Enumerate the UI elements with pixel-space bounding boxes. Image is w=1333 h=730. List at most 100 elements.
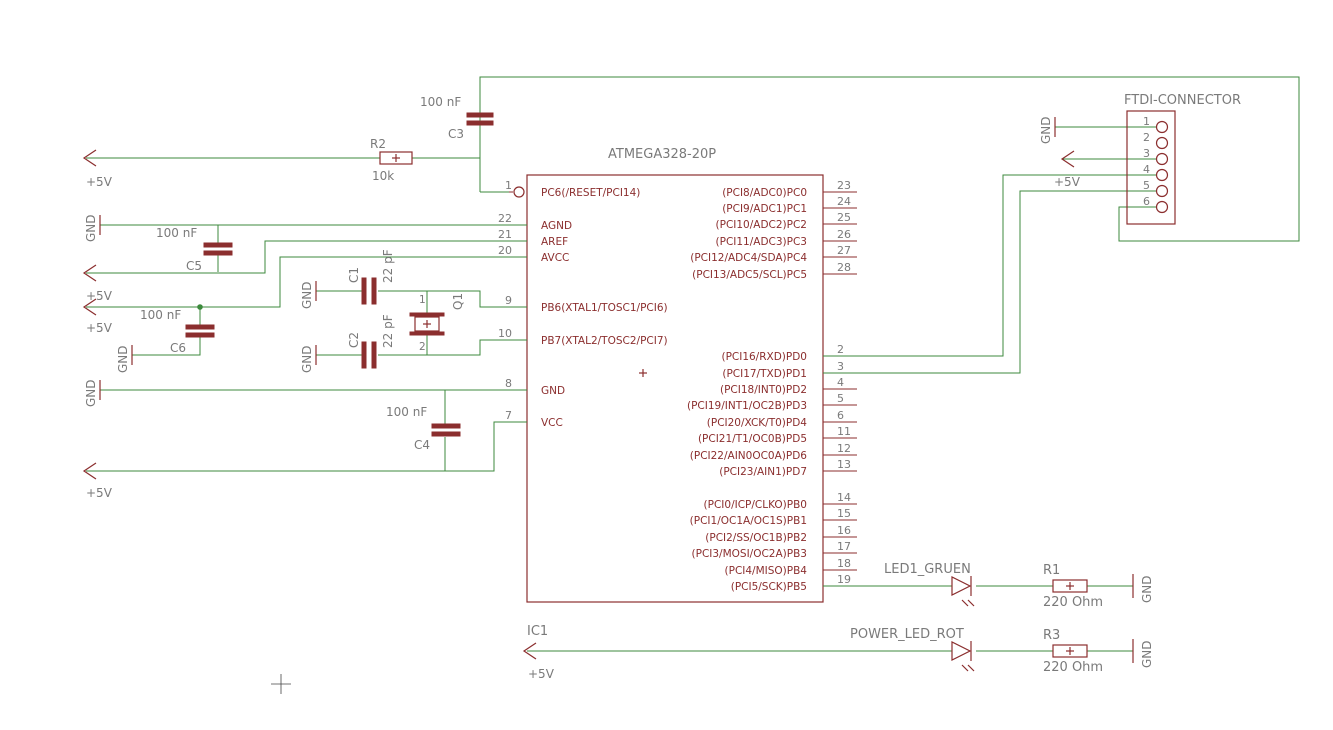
ic-pin-23[interactable]: 23(PCI8/ADC0)PC0 xyxy=(722,179,857,199)
capacitor-c2[interactable]: C2 22 pF xyxy=(347,314,395,369)
capacitor-c4[interactable]: 100 nF C4 xyxy=(386,405,461,452)
ic-pin-name: GND xyxy=(541,385,565,397)
ic-pin-number: 26 xyxy=(837,228,851,241)
ic-pin-name: (PCI11/ADC3)PC3 xyxy=(716,236,807,248)
ic-right-pins: 23(PCI8/ADC0)PC024(PCI9/ADC1)PC125(PCI10… xyxy=(687,179,857,593)
ic-pin-5[interactable]: 5(PCI19/INT1/OC2B)PD3 xyxy=(687,392,857,412)
ic-pin-name: (PCI5/SCK)PB5 xyxy=(731,581,807,593)
ic-pin-25[interactable]: 25 (PCI10/ADC2)PC2 xyxy=(716,211,857,231)
ic-pin-name: (PCI21/T1/OC0B)PD5 xyxy=(698,433,807,445)
ic-pin-26[interactable]: 26 (PCI11/ADC3)PC3 xyxy=(716,228,857,248)
connector-pin-2[interactable]: 2 xyxy=(1143,131,1169,150)
ic-pin-13[interactable]: 13(PCI23/AIN1)PD7 xyxy=(719,458,857,478)
ic-pin-28[interactable]: 28(PCI13/ADC5/SCL)PC5 xyxy=(692,261,857,281)
ic-pin-18[interactable]: 18 (PCI4/MISO)PB4 xyxy=(725,557,857,577)
ic-pin-12[interactable]: 12(PCI22/AIN0OC0A)PD6 xyxy=(690,442,857,462)
ic-pin-27[interactable]: 27(PCI12/ADC4/SDA)PC4 xyxy=(690,244,857,264)
ground-icon: GND xyxy=(300,281,317,309)
ic-pin-15[interactable]: 15(PCI1/OC1A/OC1S)PB1 xyxy=(690,507,857,527)
ic-pin-number: 25 xyxy=(837,211,851,224)
ic-pin-name: (PCI18/INT0)PD2 xyxy=(720,384,807,396)
ic-pin-name: (PCI16/RXD)PD0 xyxy=(721,351,807,363)
ic-pin-name: AVCC xyxy=(541,252,569,264)
c6-name: C6 xyxy=(170,341,186,355)
c5-name: C5 xyxy=(186,259,202,273)
led-led1[interactable]: LED1_GRUEN xyxy=(884,562,975,607)
ic-pin-17[interactable]: 17(PCI3/MOSI/OC2A)PB3 xyxy=(692,540,857,560)
r2-name: R2 xyxy=(370,137,386,151)
ic-pin-6[interactable]: 6(PCI20/XCK/T0)PD4 xyxy=(707,409,857,429)
cursor-crosshair-icon xyxy=(271,674,291,694)
gnd-label: GND xyxy=(84,214,98,242)
ic-pin-number: 21 xyxy=(498,228,512,241)
r3-name: R3 xyxy=(1043,628,1060,643)
capacitor-c6[interactable]: 100 nF C6 xyxy=(140,308,215,355)
connector-pin-3[interactable]: 3 xyxy=(1143,147,1169,166)
ic-pin-number: 18 xyxy=(837,557,851,570)
c4-value: 100 nF xyxy=(386,405,427,419)
gnd-label: GND xyxy=(116,345,130,373)
ground-icon: GND xyxy=(1039,116,1056,144)
ic-pin-number: 2 xyxy=(837,343,844,356)
capacitor-c1[interactable]: C1 22 pF xyxy=(347,249,395,305)
ic-pin-number: 5 xyxy=(837,392,844,405)
connector-pin-1[interactable]: 1 xyxy=(1143,115,1169,134)
ic-pin-24[interactable]: 24 (PCI9/ADC1)PC1 xyxy=(722,195,857,215)
crystal-q1[interactable]: 1 2 Q1 xyxy=(409,293,465,353)
ic-pin-name: PB7(XTAL2/TOSC2/PCI7) xyxy=(541,335,668,347)
ground-icon: GND xyxy=(84,214,101,242)
led-power[interactable]: POWER_LED_ROT xyxy=(850,627,975,672)
c3-value: 100 nF xyxy=(420,95,461,109)
ic-pin-name: (PCI10/ADC2)PC2 xyxy=(716,219,807,231)
ic-pin-number: 16 xyxy=(837,524,851,537)
ic-pin-number: 24 xyxy=(837,195,851,208)
ic-pin-19[interactable]: 19(PCI5/SCK)PB5 xyxy=(731,573,857,593)
vcc-arrow-icon: +5V xyxy=(82,264,113,303)
ic-pin-name: AGND xyxy=(541,220,572,232)
ic-pin-number: 13 xyxy=(837,458,851,471)
connector-pin-5[interactable]: 5 xyxy=(1143,179,1169,198)
ic-pin-name: (PCI17/TXD)PD1 xyxy=(722,368,807,380)
ic-left-pins: 1PC6(/RESET/PCI14)22AGND21AREF20AVCC9PB6… xyxy=(497,179,668,429)
ic-pin-number: 6 xyxy=(837,409,844,422)
resistor-r2[interactable]: R2 10k xyxy=(370,137,413,183)
ground-icon: GND xyxy=(1132,639,1154,668)
ic-pin-name: (PCI12/ADC4/SDA)PC4 xyxy=(690,252,807,264)
resistor-r1[interactable]: R1 220 Ohm xyxy=(1043,563,1103,610)
ic-pin-11[interactable]: 11(PCI21/T1/OC0B)PD5 xyxy=(698,425,857,445)
ic-pin-name: (PCI0/ICP/CLKO)PB0 xyxy=(704,499,807,511)
connector-pin-4[interactable]: 4 xyxy=(1143,163,1169,182)
gnd-label: GND xyxy=(84,379,98,407)
ic-pin-name: (PCI9/ADC1)PC1 xyxy=(722,203,807,215)
resistor-r3[interactable]: R3 220 Ohm xyxy=(1043,628,1103,675)
c1-name: C1 xyxy=(347,267,361,283)
capacitor-c3[interactable]: 100 nF C3 xyxy=(420,95,494,141)
ic-pin-name: VCC xyxy=(541,417,563,429)
ic-pin-4[interactable]: 4(PCI18/INT0)PD2 xyxy=(720,376,857,396)
vcc-arrow-icon: +5V xyxy=(82,298,113,335)
vcc-arrow-icon: +5V xyxy=(522,642,555,681)
connector-pin-number: 4 xyxy=(1143,163,1150,176)
ground-icon: GND xyxy=(1132,574,1154,603)
ic-part-label: ATMEGA328-20P xyxy=(608,147,716,162)
connector-pin-6[interactable]: 6 xyxy=(1143,195,1169,214)
ic-pin-number: 10 xyxy=(498,327,512,340)
ic-pin-name: (PCI8/ADC0)PC0 xyxy=(722,187,807,199)
r1-value: 220 Ohm xyxy=(1043,595,1103,610)
q1-pin1: 1 xyxy=(419,294,426,306)
ic-pin-16[interactable]: 16(PCI2/SS/OC1B)PB2 xyxy=(705,524,857,544)
r1-name: R1 xyxy=(1043,563,1060,578)
capacitor-c5[interactable]: 100 nF C5 xyxy=(156,226,233,273)
ic-pin-14[interactable]: 14(PCI0/ICP/CLKO)PB0 xyxy=(704,491,857,511)
ic-pin-name: (PCI4/MISO)PB4 xyxy=(725,565,808,577)
vcc-arrow-icon: +5V xyxy=(1054,150,1081,189)
ground-icon: GND xyxy=(116,345,133,373)
